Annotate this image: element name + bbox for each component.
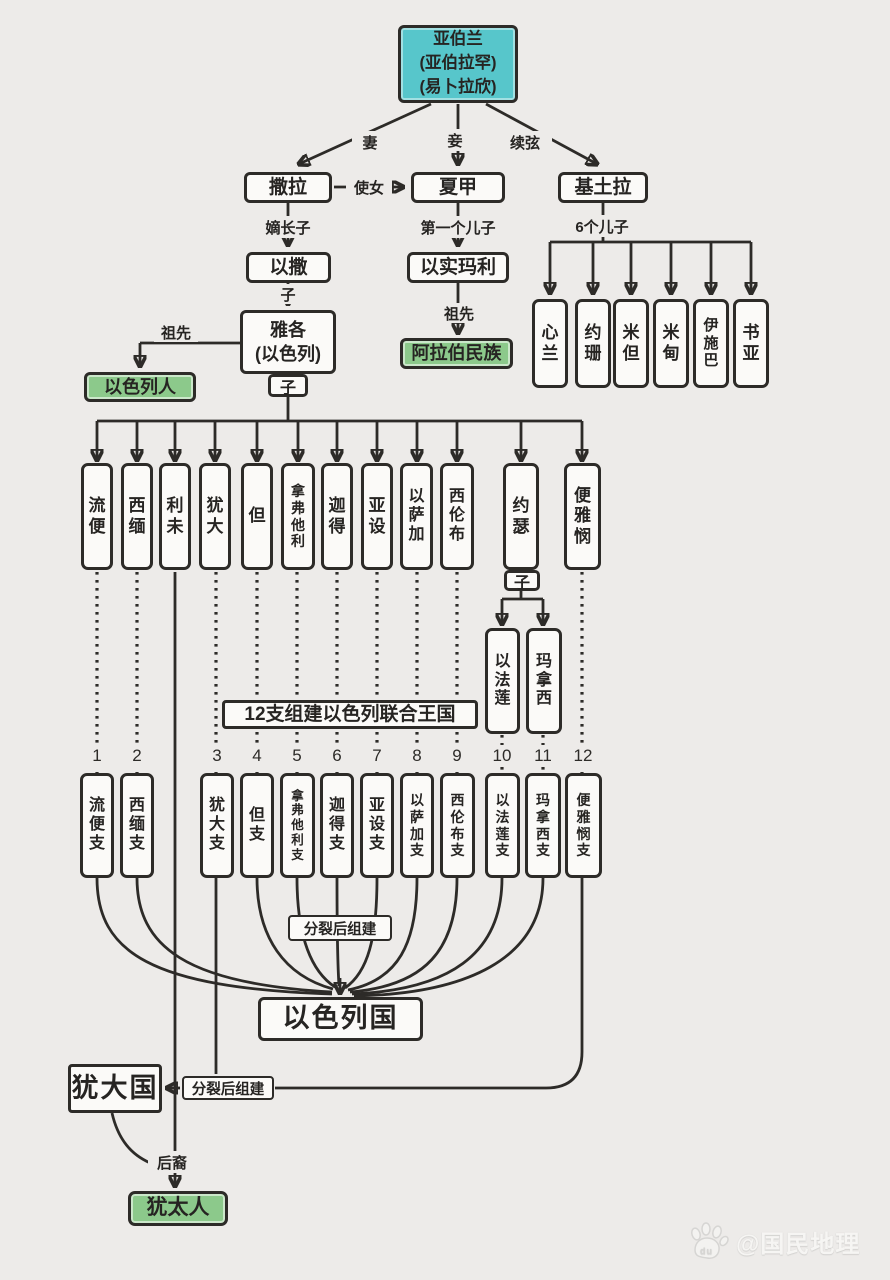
label-split-regroup-judah: 分裂后组建: [182, 1076, 274, 1100]
node-keturah-son-zimran: 心兰: [532, 299, 568, 388]
connector-sons-to-tribes-dotted: [95, 572, 584, 773]
connector-tribes-to-judah-kingdom: [167, 878, 584, 1088]
node-son-simeon: 西缅: [121, 463, 153, 570]
edge-label-remarriage: 续弦: [498, 131, 552, 153]
edge-label-son-isaac: 子: [274, 284, 302, 304]
node-tribe-asher: 亚设支: [360, 773, 394, 878]
abraham-alt-name-2: (易卜拉欣): [419, 77, 497, 96]
connector-jacob-to-12-sons: [97, 397, 582, 460]
node-ishmael: 以实玛利: [407, 252, 509, 283]
node-keturah-son-shuah: 书亚: [733, 299, 769, 388]
tribe-number-10: 10: [487, 745, 517, 767]
node-tribe-gad: 迦得支: [320, 773, 354, 878]
node-son-reuben: 流便: [81, 463, 113, 570]
node-judah-kingdom: 犹大国: [68, 1064, 162, 1113]
tribe-number-4: 4: [244, 745, 270, 767]
edge-label-first-son: 第一个儿子: [413, 216, 503, 238]
node-son-benjamin: 便雅悯: [564, 463, 601, 570]
node-israelites: 以色列人: [84, 372, 196, 402]
tribe-number-8: 8: [404, 745, 430, 767]
node-tribe-benjamin: 便雅悯支: [565, 773, 602, 878]
edge-tag-son-jacob: 子: [268, 374, 308, 397]
edge-label-concubine: 妾: [437, 129, 473, 151]
node-son-asher: 亚设: [361, 463, 393, 570]
tribe-number-12: 12: [568, 745, 598, 767]
tribe-number-3: 3: [204, 745, 230, 767]
edge-label-descendants: 后裔: [148, 1151, 196, 1173]
tribe-number-11: 11: [528, 745, 558, 767]
abraham-name: 亚伯兰: [433, 30, 483, 49]
node-israel-kingdom: 以色列国: [258, 997, 423, 1041]
node-keturah-son-ishbak: 伊施巴: [693, 299, 729, 388]
edge-tag-son-joseph: 子: [504, 570, 540, 592]
node-tribe-issachar: 以萨加支: [400, 773, 434, 878]
jacob-alt-name: (以色列): [255, 344, 321, 364]
node-tribe-simeon: 西缅支: [120, 773, 154, 878]
node-hagar: 夏甲: [411, 172, 505, 203]
node-abraham: 亚伯兰 (亚伯拉罕) (易卜拉欣): [398, 25, 518, 103]
edge-label-ancestor-jacob: 祖先: [154, 322, 198, 342]
node-tribe-manasseh: 玛拿西支: [525, 773, 561, 878]
node-keturah-son-medan: 米但: [613, 299, 649, 388]
node-isaac: 以撒: [246, 252, 331, 283]
node-tribe-ephraim: 以法莲支: [485, 773, 520, 878]
node-son-naphtali: 拿弗他利: [281, 463, 315, 570]
jacob-name: 雅各: [270, 319, 306, 340]
edge-label-maidservant: 使女: [346, 176, 392, 198]
node-keturah-son-jokshan: 约珊: [575, 299, 611, 388]
node-jews: 犹太人: [128, 1191, 228, 1226]
node-son-dan: 但: [241, 463, 273, 570]
baidu-paw-icon: du: [691, 1222, 729, 1259]
watermark: du @国民地理: [686, 1222, 860, 1260]
banner-union-kingdom: 12支组建以色列联合王国: [222, 700, 478, 729]
abraham-alt-name-1: (亚伯拉罕): [419, 54, 497, 73]
connector-tribes-to-israel-kingdom: [95, 877, 545, 998]
edge-label-ancestor-ishmael: 祖先: [437, 303, 481, 323]
node-son-joseph: 约瑟: [503, 463, 539, 570]
node-arab-nation: 阿拉伯民族: [400, 338, 513, 369]
node-son-levi: 利未: [159, 463, 191, 570]
tribe-number-9: 9: [444, 745, 470, 767]
node-son-zebulun: 西伦布: [440, 463, 474, 570]
tribe-number-5: 5: [284, 745, 310, 767]
node-jacob: 雅各 (以色列): [240, 310, 336, 374]
edge-label-wife: 妻: [352, 131, 388, 153]
node-tribe-judah: 犹大支: [200, 773, 234, 878]
edge-label-six-sons: 6个儿子: [566, 215, 638, 237]
node-son-issachar: 以萨加: [400, 463, 433, 570]
tribe-number-6: 6: [324, 745, 350, 767]
node-ephraim: 以法莲: [485, 628, 520, 734]
node-tribe-zebulun: 西伦布支: [440, 773, 475, 878]
node-son-gad: 迦得: [321, 463, 353, 570]
node-son-judah: 犹大: [199, 463, 231, 570]
node-sarah: 撒拉: [244, 172, 332, 203]
watermark-handle: @国民地理: [736, 1230, 861, 1258]
baidu-logo-text: du: [700, 1246, 713, 1256]
node-tribe-reuben: 流便支: [80, 773, 114, 878]
tribe-number-7: 7: [364, 745, 390, 767]
edge-label-legit-eldest-son: 嫡长子: [256, 216, 320, 238]
connector-wives-to-sons: [288, 203, 751, 293]
label-split-regroup-israel: 分裂后组建: [288, 915, 392, 941]
node-tribe-naphtali: 拿弗他利支: [280, 773, 315, 878]
tribe-number-1: 1: [84, 745, 110, 767]
node-manasseh: 玛拿西: [526, 628, 562, 734]
node-keturah-son-midian: 米甸: [653, 299, 689, 388]
node-tribe-dan: 但支: [240, 773, 274, 878]
connector-joseph-to-sons: [502, 589, 543, 624]
tribe-number-2: 2: [124, 745, 150, 767]
node-keturah: 基土拉: [558, 172, 648, 203]
